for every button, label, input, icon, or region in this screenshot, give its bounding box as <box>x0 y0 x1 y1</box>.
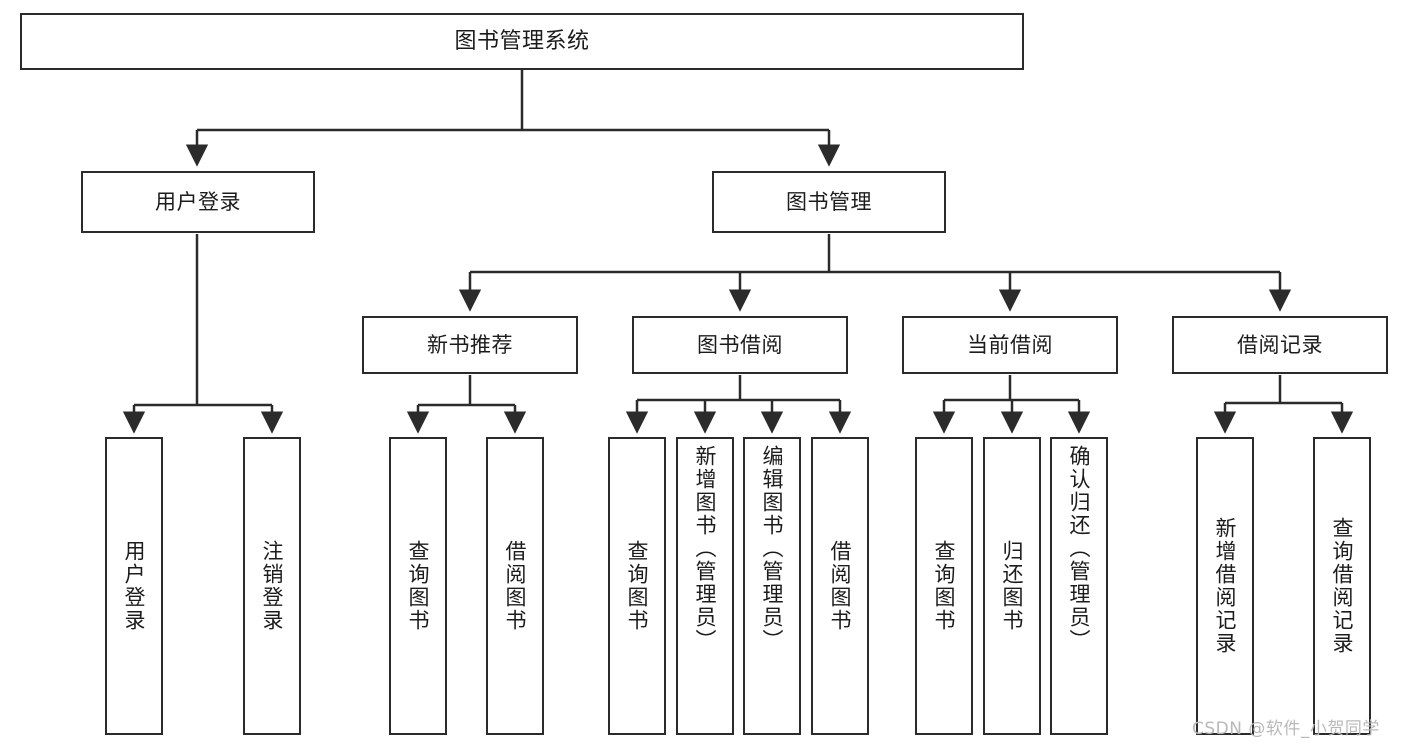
leaf-book-borrow-borrow[interactable]: 借阅图书 <box>811 437 869 735</box>
node-label: 新增图书（管理员） <box>693 445 718 652</box>
node-label: 借阅图书 <box>828 540 853 632</box>
node-label: 注销登录 <box>260 540 285 632</box>
node-label: 图书借阅 <box>697 332 783 357</box>
node-current-borrow[interactable]: 当前借阅 <box>902 316 1118 374</box>
leaf-borrow-record-query[interactable]: 查询借阅记录 <box>1313 437 1371 735</box>
node-root-book-management-system[interactable]: 图书管理系统 <box>20 13 1024 70</box>
leaf-current-borrow-confirm-admin[interactable]: 确认归还（管理员） <box>1050 437 1108 735</box>
leaf-user-login-signin[interactable]: 用户登录 <box>105 437 163 735</box>
node-label: 用户登录 <box>122 540 147 632</box>
node-label: 当前借阅 <box>967 332 1053 357</box>
leaf-book-borrow-query[interactable]: 查询图书 <box>608 437 666 735</box>
node-label: 图书管理 <box>786 189 872 214</box>
node-label: 查询图书 <box>932 540 957 632</box>
node-label: 查询图书 <box>625 540 650 632</box>
node-label: 编辑图书（管理员） <box>760 445 785 652</box>
node-label: 查询图书 <box>406 540 431 632</box>
node-label: 查询借阅记录 <box>1330 517 1355 655</box>
leaf-borrow-record-add[interactable]: 新增借阅记录 <box>1196 437 1254 735</box>
node-label: 借阅记录 <box>1237 332 1323 357</box>
node-label: 图书管理系统 <box>454 28 590 54</box>
leaf-book-borrow-add-admin[interactable]: 新增图书（管理员） <box>676 437 734 735</box>
leaf-new-book-query[interactable]: 查询图书 <box>389 437 447 735</box>
node-user-login[interactable]: 用户登录 <box>81 171 315 233</box>
node-label: 新增借阅记录 <box>1213 517 1238 655</box>
leaf-current-borrow-return[interactable]: 归还图书 <box>983 437 1041 735</box>
node-book-management[interactable]: 图书管理 <box>712 171 946 233</box>
node-label: 归还图书 <box>1000 540 1025 632</box>
node-new-book-recommend[interactable]: 新书推荐 <box>362 316 578 374</box>
node-label: 用户登录 <box>155 189 241 214</box>
watermark-text: CSDN @软件_小贺同学 <box>1192 719 1380 739</box>
leaf-new-book-borrow[interactable]: 借阅图书 <box>486 437 544 735</box>
node-borrow-record[interactable]: 借阅记录 <box>1172 316 1388 374</box>
node-label: 新书推荐 <box>427 332 513 357</box>
leaf-book-borrow-edit-admin[interactable]: 编辑图书（管理员） <box>743 437 801 735</box>
node-label: 借阅图书 <box>503 540 528 632</box>
leaf-user-login-signout[interactable]: 注销登录 <box>243 437 301 735</box>
leaf-current-borrow-query[interactable]: 查询图书 <box>915 437 973 735</box>
node-book-borrow[interactable]: 图书借阅 <box>632 316 848 374</box>
node-label: 确认归还（管理员） <box>1067 445 1092 652</box>
